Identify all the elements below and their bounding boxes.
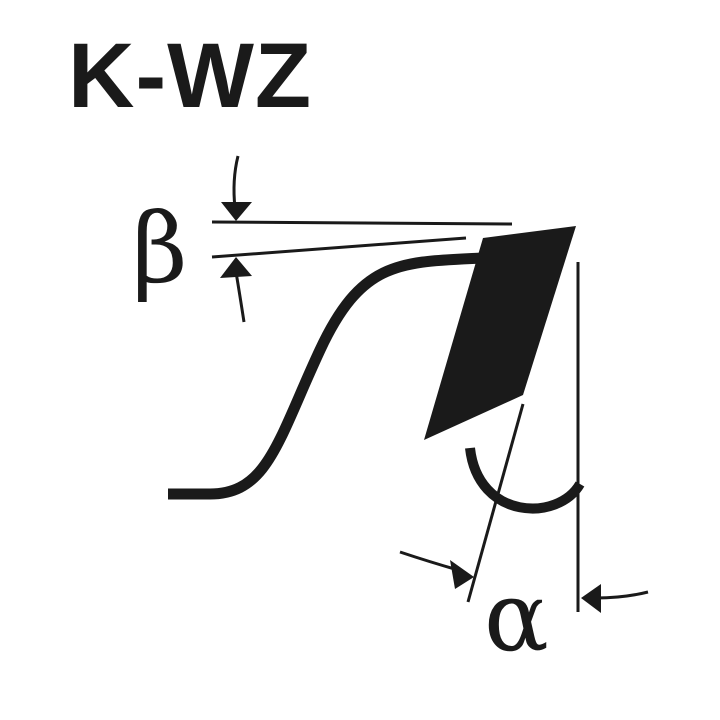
page-title: K-WZ	[68, 25, 312, 127]
tooth-profile-curve	[168, 252, 483, 500]
beta-reference-line-bottom	[211, 236, 467, 259]
alpha-left-arrow-shaft	[399, 550, 459, 572]
beta-bottom-arrowhead-icon	[220, 257, 252, 278]
beta-top-arrow-shaft	[232, 155, 240, 209]
beta-top-arrowhead-icon	[221, 202, 252, 221]
gullet-curve	[465, 447, 585, 514]
alpha-left-arrowhead-icon	[450, 560, 474, 589]
beta-label: β	[132, 193, 188, 305]
beta-reference-line-top	[211, 220, 513, 226]
beta-bottom-arrow-shaft	[234, 271, 246, 323]
alpha-right-arrow-shaft	[595, 590, 649, 600]
ink-group	[168, 155, 649, 613]
alpha-right-arrowhead-icon	[581, 584, 601, 613]
alpha-angle-line	[466, 403, 525, 603]
alpha-label: α	[484, 561, 549, 673]
saw-tooth-body	[424, 226, 576, 440]
